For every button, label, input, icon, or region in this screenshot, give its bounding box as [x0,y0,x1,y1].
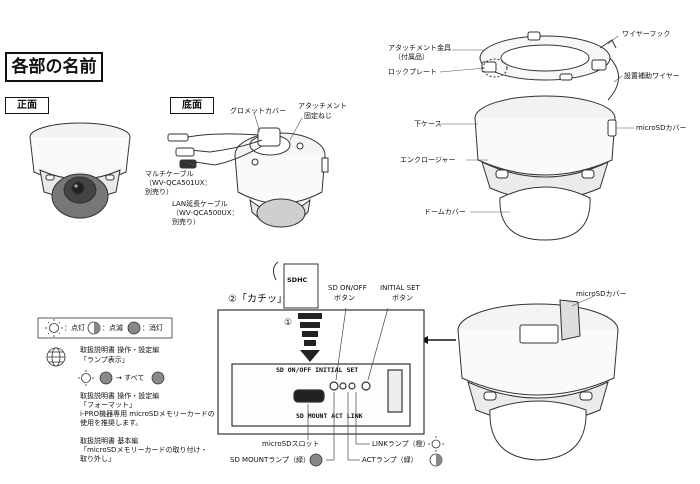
label-attachment-screw-1: アタッチメント [298,102,347,110]
label-microsd-slot: microSDスロット [262,440,320,448]
label-sd-onoff-2: ボタン [334,294,355,302]
label-lower-case: 下ケース [414,120,442,128]
note2-line1: 取扱説明書 操作・設定編 [80,392,160,400]
label-multi-cable-1: マルチケーブル [145,170,194,178]
sd-card-label: SDHC [287,276,308,284]
label-initial-set-2: ボタン [392,294,413,302]
note3-line1: 取扱説明書 基本編 [80,437,139,445]
panel-bottom-text: SD MOUNT ACT LINK [296,412,363,420]
label-step1: ① [284,318,293,328]
legend-blink: ：点滅 [102,324,123,332]
label-microsd-cover-top: microSDカバー [636,124,687,132]
label-act-lamp: ACTランプ（緑） [362,456,418,464]
label-lan-cable-3: 別売り） [172,218,200,226]
section-front: 正面 [5,97,49,114]
label-lan-cable-2: （WV-QCA500UX： [172,209,239,217]
note2-line3: i-PRO機器専用 microSDメモリーカードの [80,410,215,418]
note2-line4: 使用を推奨します。 [80,419,143,427]
legend-off: ：消灯 [142,324,163,332]
note1-line1: 取扱説明書 操作・設定編 [80,346,160,354]
label-wire-hook: ワイヤーフック [622,30,671,38]
note3-line2: 「microSDメモリーカードの取り付け・ [80,446,208,454]
note3-line3: 取り外し」 [80,455,115,463]
panel-top-text: SD ON/OFF INITIAL SET [276,366,359,374]
label-lan-cable-1: LAN延長ケーブル [172,200,228,208]
section-bottom: 底面 [170,97,214,114]
note2-line2: 「フォーマット」 [80,401,136,409]
label-sd-onoff-1: SD ON/OFF [328,284,367,292]
label-lock-plate: ロックプレート [388,68,437,76]
label-multi-cable-3: 別売り） [145,188,173,196]
label-enclosure: エンクロージャー [400,156,456,164]
label-attach-fitting-1: アタッチメント金具 [388,44,451,52]
label-safety-wire: 設置補助ワイヤー [624,72,680,80]
label-multi-cable-2: （WV-QCA501UX： [145,179,212,187]
label-attachment-screw-2: 固定ねじ [304,112,332,120]
label-initial-set-1: INITIAL SET [380,284,420,292]
note1-line2: 「ランプ表示」 [80,356,129,364]
note1-arrow-all: → すべて [116,374,145,382]
label-click: ②「カチッ」 [228,294,287,305]
legend-on: ：点灯 [64,324,85,332]
page-title: 各部の名前 [5,52,103,82]
label-attach-fitting-2: （付属品） [394,53,429,61]
label-microsd-cover-right: microSDカバー [576,290,627,298]
label-sd-mount-lamp: SD MOUNTランプ（緑） [230,456,311,464]
label-link-lamp: LINKランプ（橙） [372,440,430,448]
label-grommet-cover: グロメットカバー [230,107,286,115]
label-dome-cover: ドームカバー [424,208,466,216]
